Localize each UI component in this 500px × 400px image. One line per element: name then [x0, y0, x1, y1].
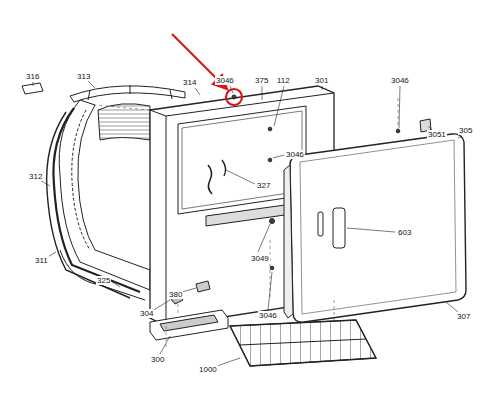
callout-number: 3049 — [250, 254, 270, 263]
callout-number: 301 — [314, 76, 329, 85]
callout-number: 305 — [458, 126, 473, 135]
callout-number: 3046 — [258, 311, 278, 320]
callout-number: 3046 — [215, 76, 235, 85]
callout-number: 311 — [34, 256, 49, 265]
callout-number: 1000 — [198, 365, 218, 374]
callout-number: 375 — [254, 76, 269, 85]
callout-number: 307 — [456, 312, 471, 321]
callout-number: 327 — [256, 181, 271, 190]
callout-number: 112 — [276, 76, 291, 85]
callout-number: 380 — [168, 290, 183, 299]
callout-number: 3046 — [285, 150, 305, 159]
callout-number: 603 — [397, 228, 412, 237]
callout-number: 304 — [139, 309, 154, 318]
callout-number: 3046 — [390, 76, 410, 85]
callout-number: 325 — [96, 276, 111, 285]
callout-number: 314 — [182, 78, 197, 87]
callout-number: 313 — [76, 72, 91, 81]
callout-number: 316 — [25, 72, 40, 81]
callout-number: 300 — [150, 355, 165, 364]
callout-number: 312 — [28, 172, 43, 181]
callout-number: 3051 — [427, 130, 447, 139]
